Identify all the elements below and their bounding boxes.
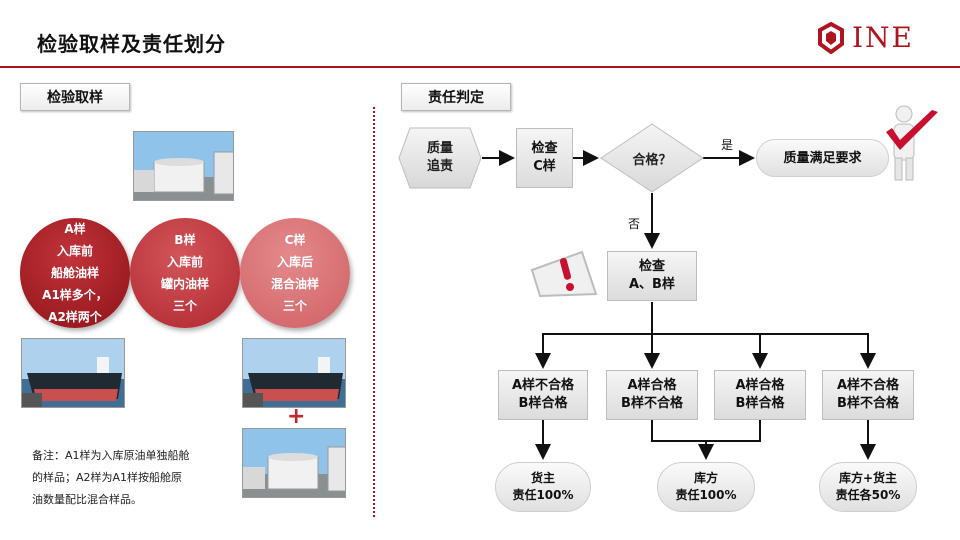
yes-label: 是 — [721, 138, 734, 152]
sample-c-line: C样 — [284, 233, 306, 247]
case-line: A样合格 — [627, 378, 677, 393]
logo-text: INE — [852, 21, 914, 54]
node-line: 质量 — [426, 141, 453, 156]
case-node: A样合格 B样不合格 — [606, 370, 698, 420]
checkmark-figure-icon — [886, 105, 938, 181]
plus-sign: + — [287, 404, 306, 429]
case-node: A样不合格 B样合格 — [498, 370, 588, 420]
sample-b-line: 入库前 — [166, 255, 203, 269]
check-ab-node: 检查 A、B样 — [607, 251, 697, 301]
sample-a-line: 船舱油样 — [50, 266, 99, 280]
check-c-node: 检查 C样 — [516, 128, 573, 188]
case-line: B样合格 — [735, 396, 785, 411]
sample-a-line: A2样两个 — [48, 310, 102, 324]
case-node: A样不合格 B样不合格 — [822, 370, 914, 420]
sample-a-circle: A样 入库前 船舱油样 A1样多个， A2样两个 — [20, 218, 130, 328]
sampling-note: 备注：A1样为入库原油单独船舱的样品；A2样为A1样按船舱原油数量配比混合样品。 — [32, 449, 190, 506]
case-line: B样不合格 — [837, 396, 899, 411]
case-line: A样合格 — [735, 378, 785, 393]
sample-c-line: 入库后 — [276, 255, 313, 269]
storage-tank-photo — [133, 131, 234, 201]
panel-divider — [373, 107, 375, 517]
outcome-line: 库方+货主 — [838, 471, 898, 485]
case-line: B样不合格 — [621, 396, 683, 411]
outcome-line: 责任100% — [512, 488, 574, 502]
tanker-ship-photo — [21, 338, 125, 408]
sample-c-line: 三个 — [282, 299, 307, 313]
sampling-label: 检验取样 — [20, 83, 130, 111]
quality-accountability-node: 质量 追责 — [398, 127, 482, 189]
node-line: 检查 — [638, 259, 665, 274]
sample-b-line: 三个 — [172, 299, 197, 313]
sample-b-circle: B样 入库前 罐内油样 三个 — [130, 218, 240, 328]
storage-tank-photo — [242, 428, 346, 498]
decision-diamond-shape — [600, 123, 704, 193]
tanker-ship-photo — [242, 338, 346, 408]
sample-a-line: A1样多个， — [42, 288, 108, 302]
quality-satisfied-node: 质量满足要求 — [756, 139, 889, 177]
header-rule — [0, 66, 960, 68]
responsibility-label: 责任判定 — [401, 83, 511, 111]
outcome-line: 责任各50% — [835, 488, 901, 502]
outcome-line: 责任100% — [675, 488, 737, 502]
no-label: 否 — [628, 217, 641, 231]
sample-c-circle: C样 入库后 混合油样 三个 — [240, 218, 350, 328]
node-line: C样 — [533, 159, 556, 174]
case-line: A样不合格 — [511, 378, 575, 393]
outcome-node: 库方+货主 责任各50% — [819, 462, 917, 512]
ine-logo-icon — [818, 22, 844, 54]
node-line: A、B样 — [629, 277, 675, 292]
page-title: 检验取样及责任划分 — [37, 32, 226, 56]
sample-a-line: A样 — [64, 222, 86, 236]
outcome-node: 库方 责任100% — [657, 462, 755, 512]
case-line: A样不合格 — [836, 378, 900, 393]
sample-b-line: 罐内油样 — [160, 277, 209, 291]
case-line: B样合格 — [518, 396, 568, 411]
outcome-node: 货主 责任100% — [495, 462, 591, 512]
node-line: 追责 — [426, 159, 453, 174]
sample-b-line: B样 — [174, 233, 196, 247]
qualified-decision: 合格？ — [632, 152, 672, 168]
warning-icon — [530, 250, 598, 298]
sample-a-line: 入库前 — [56, 244, 93, 258]
start-hexagon-shape — [398, 127, 482, 189]
case-node: A样合格 B样合格 — [714, 370, 806, 420]
sample-c-line: 混合油样 — [270, 277, 319, 291]
outcome-line: 货主 — [530, 471, 555, 485]
outcome-line: 库方 — [693, 471, 718, 485]
node-line: 检查 — [531, 141, 558, 156]
